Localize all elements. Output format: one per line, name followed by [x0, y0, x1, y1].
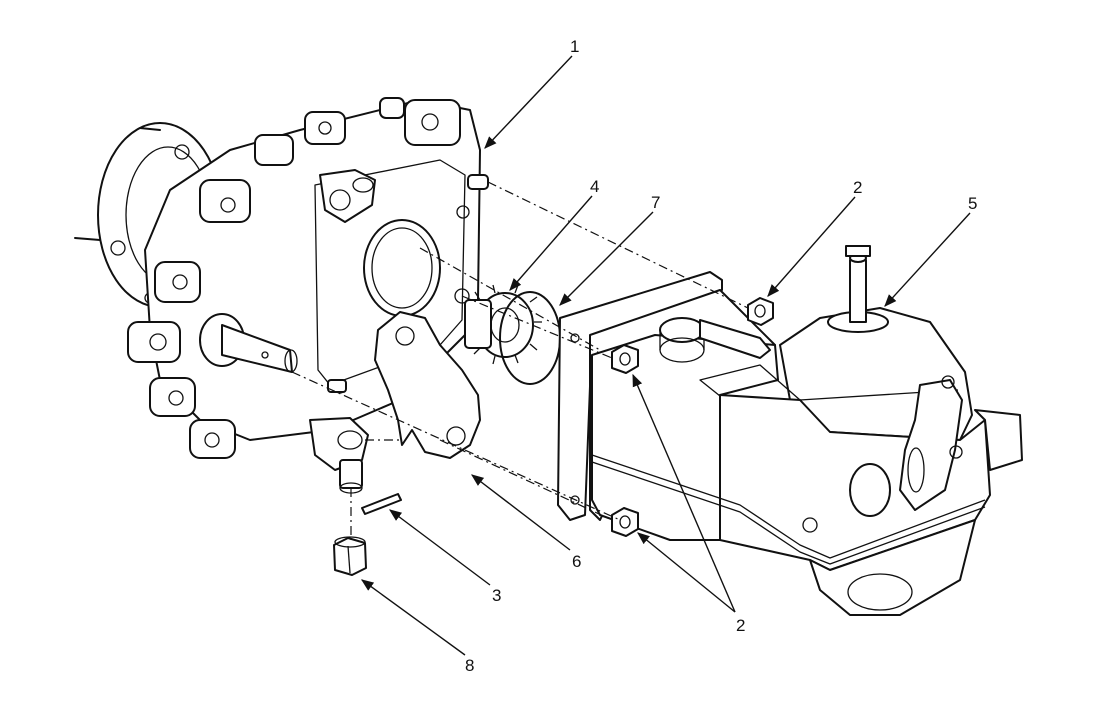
nut-upper [747, 297, 774, 326]
callout-6: 6 [572, 552, 581, 571]
callout-3: 3 [492, 586, 501, 605]
output-shaft [199, 313, 298, 373]
gear [464, 284, 542, 365]
assembly-lines [291, 181, 749, 540]
lever-plate-hole [395, 326, 415, 346]
housing-cover-plate [314, 159, 466, 386]
cap-sleeve [333, 536, 367, 576]
housing-left-bosses [127, 179, 251, 459]
callout-2-upper: 2 [853, 178, 862, 197]
housing-studs [327, 174, 489, 394]
lower-fitting [309, 417, 369, 494]
actuator-shaft [827, 245, 889, 333]
callout-5: 5 [968, 194, 977, 213]
callout-8: 8 [465, 656, 474, 675]
callout-2-lower: 2 [736, 616, 745, 635]
callout-4: 4 [590, 177, 599, 196]
nut-lower [611, 507, 639, 537]
callout-7: 7 [651, 193, 660, 212]
elbow-fitting [319, 169, 376, 223]
pin [361, 493, 402, 515]
callout-labels: 1 2 5 4 7 6 3 8 2 [465, 37, 977, 675]
callout-1: 1 [570, 37, 579, 56]
housing-top-bosses [254, 97, 461, 166]
nut-middle [611, 344, 639, 374]
callout-leaders [360, 55, 971, 656]
actuator-side-lever [899, 375, 963, 511]
housing-opening [363, 219, 441, 317]
